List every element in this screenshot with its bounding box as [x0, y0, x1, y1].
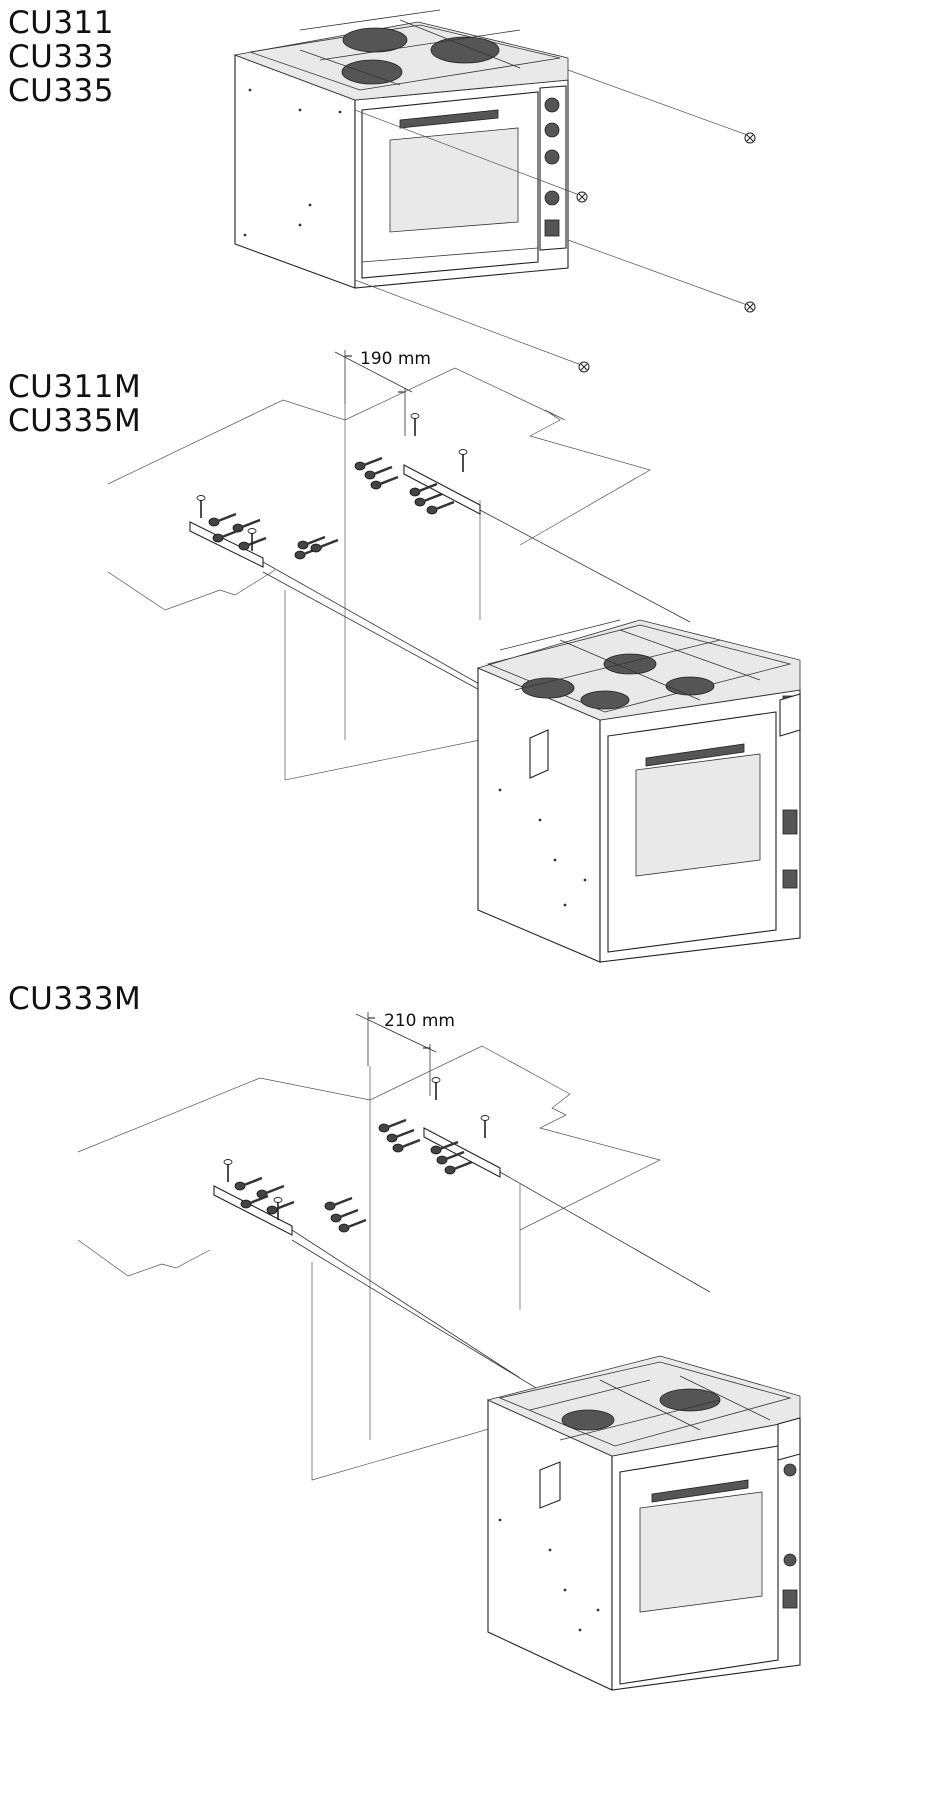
model-name: CU335 — [8, 73, 115, 109]
model-list-gimbal-210: CU333M — [8, 982, 141, 1016]
gimbal-210-drawing: 210 mm — [77, 1011, 801, 1691]
gimbal-190-drawing: 190 mm — [107, 349, 801, 963]
model-name: CU311 — [8, 5, 115, 41]
model-name: CU311M — [8, 369, 142, 405]
dimension-label: 210 mm — [384, 1011, 455, 1031]
model-name: CU333 — [8, 39, 115, 75]
dimension-label: 190 mm — [360, 349, 431, 369]
model-list-fixed-mount: CU311 CU333 CU335 — [8, 6, 114, 108]
model-list-gimbal-190: CU311M CU335M — [8, 370, 141, 438]
model-name: CU333M — [8, 981, 142, 1017]
cooker-fixed-mount-drawing — [233, 9, 756, 373]
model-name: CU335M — [8, 403, 142, 439]
